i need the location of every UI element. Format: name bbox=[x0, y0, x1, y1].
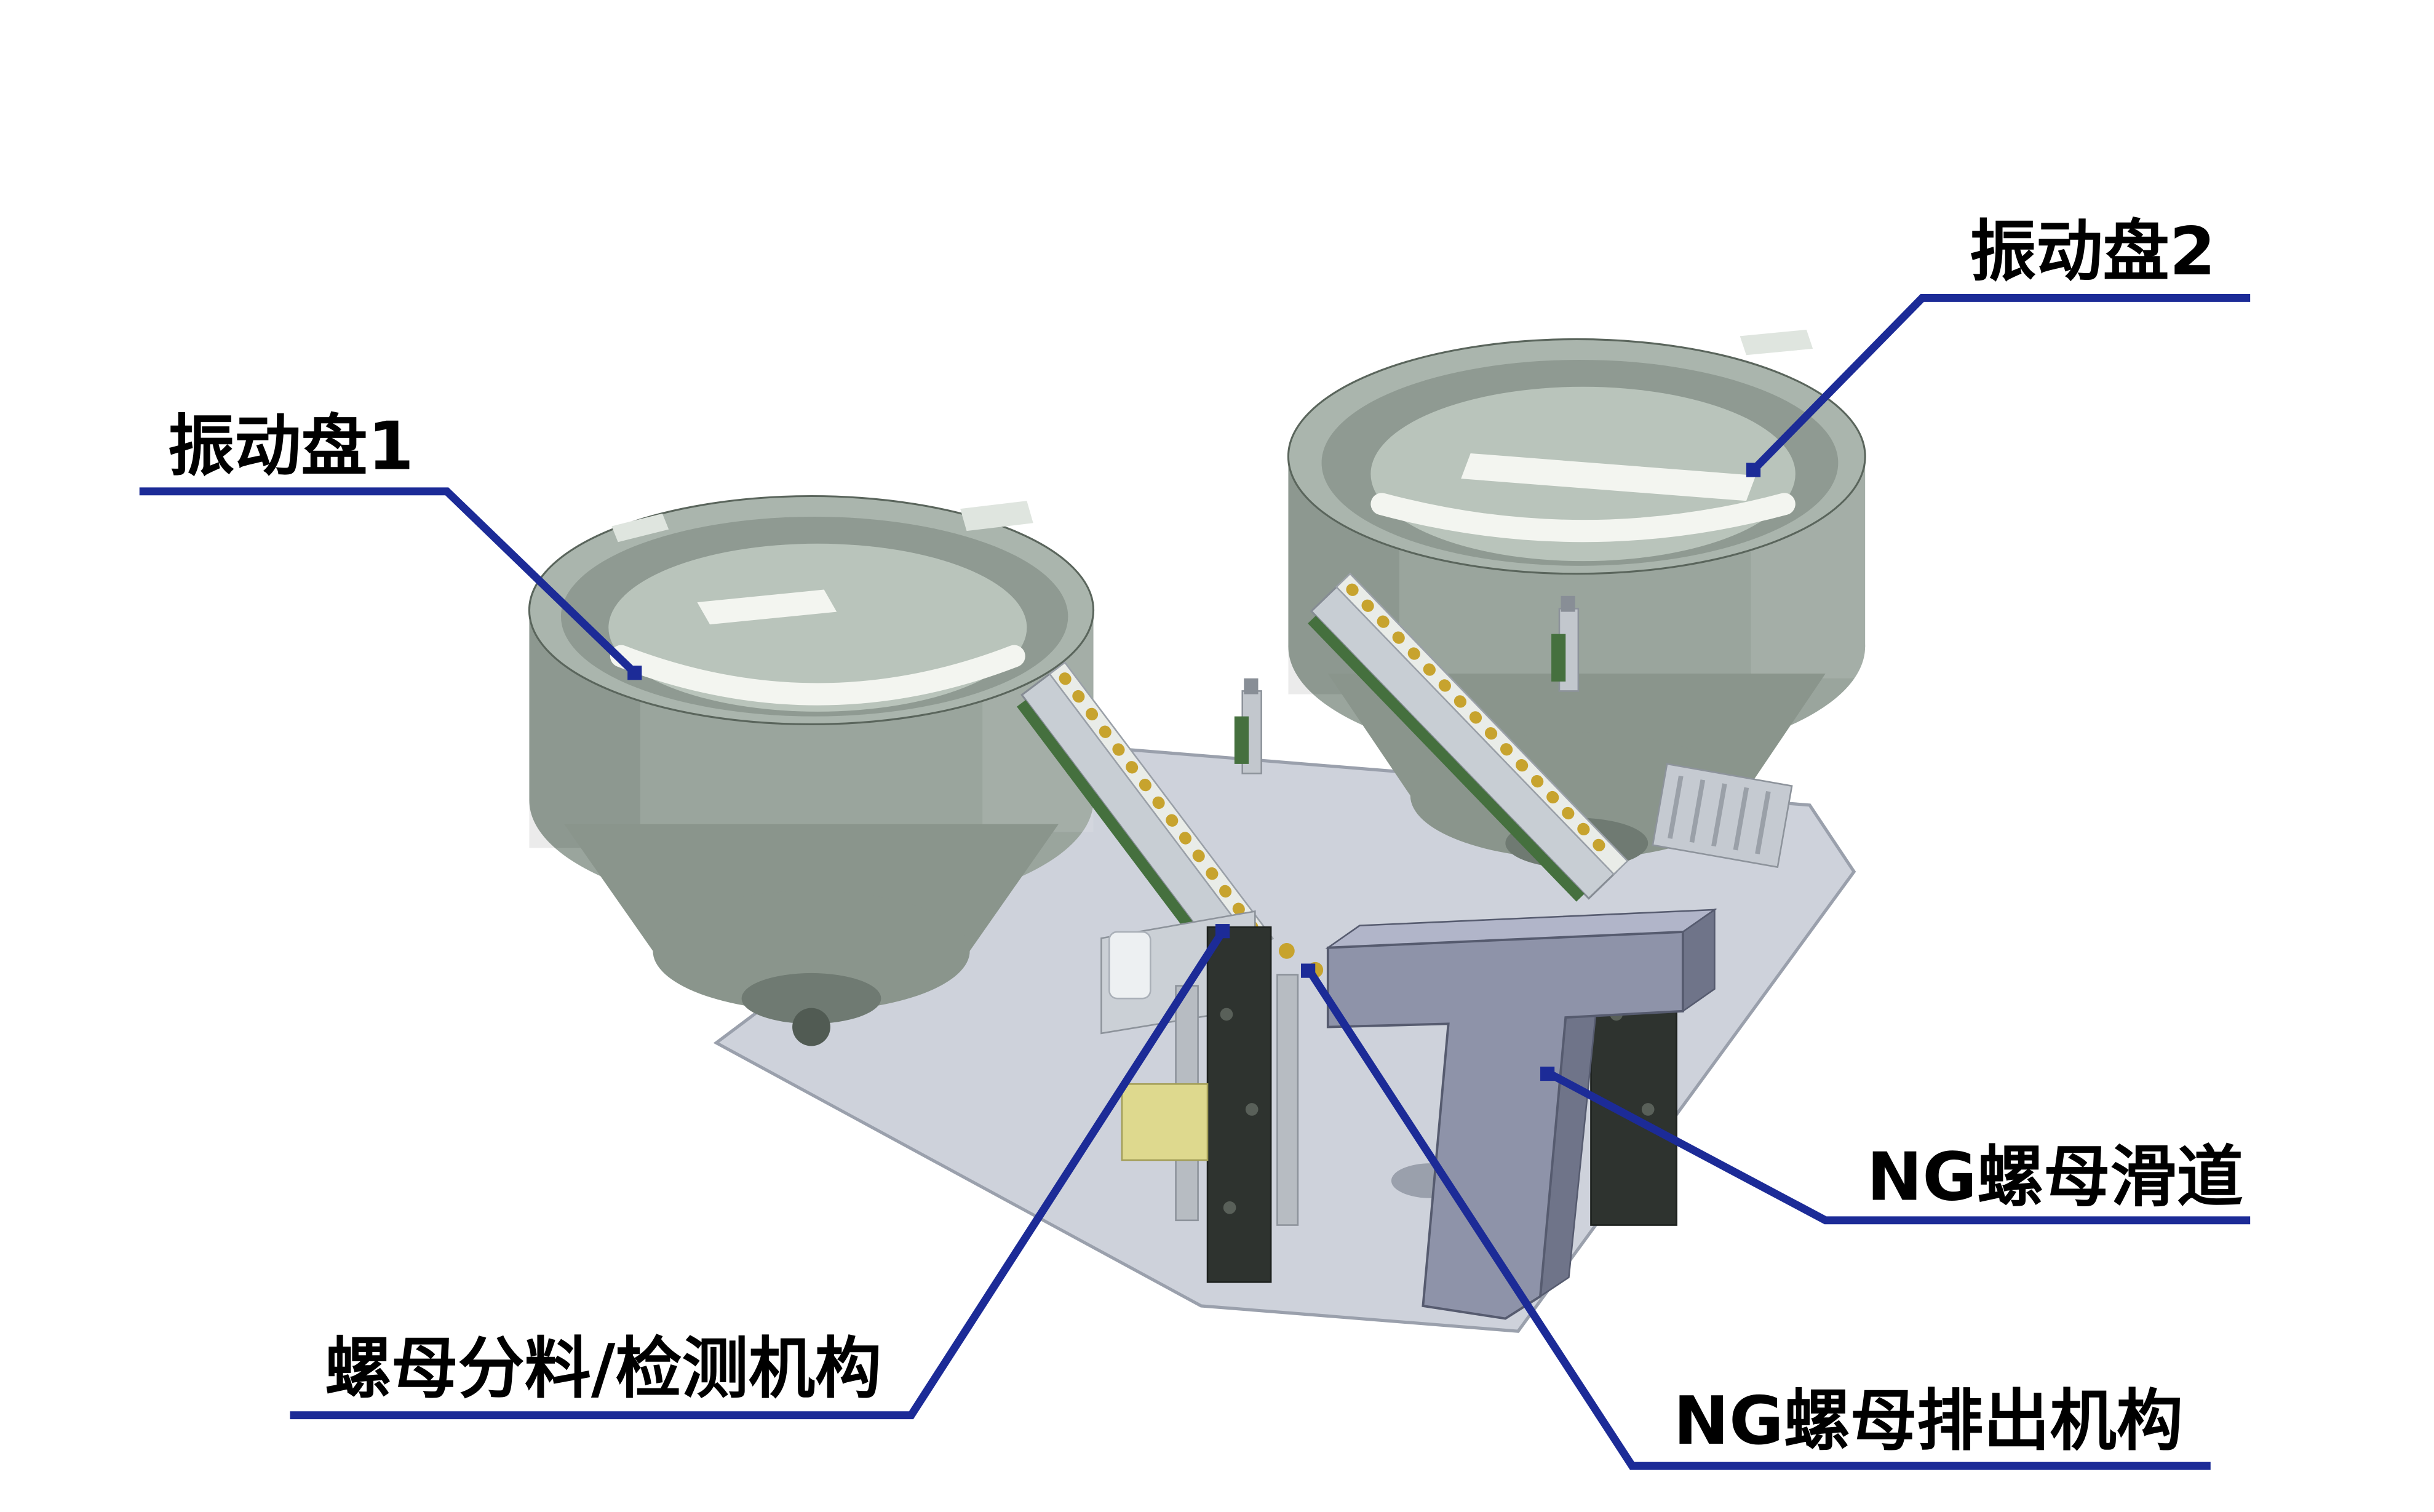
bowl2-rim-notch bbox=[1740, 330, 1813, 356]
sensor1-pcb bbox=[1234, 716, 1249, 764]
leader-line-bowl-1 bbox=[139, 487, 637, 675]
bowl1-cone-base bbox=[653, 890, 970, 1011]
bowl1-rim-notch-right bbox=[960, 501, 1033, 531]
drive-box-body bbox=[1652, 763, 1793, 869]
drive-box-rib bbox=[1711, 783, 1727, 847]
drive-box-rib bbox=[1689, 779, 1706, 843]
bowl1-rim-notch-left bbox=[611, 513, 669, 543]
vibration-bowl-1 bbox=[528, 495, 1095, 1046]
leader-endpoint-bowl-2 bbox=[1746, 463, 1761, 477]
tower-hole bbox=[1223, 1201, 1236, 1214]
bowl2-spiral-track bbox=[1370, 493, 1796, 543]
ng-chute-front-face bbox=[1326, 930, 1684, 1320]
bowl1-spiral-track bbox=[610, 645, 1025, 706]
label-separator-mechanism: 螺母分料/检测机构 bbox=[325, 1330, 881, 1407]
leader-endpoint-separator bbox=[1215, 924, 1230, 939]
support-column-2 bbox=[1276, 974, 1299, 1226]
rail2-nut-chain bbox=[1346, 583, 1620, 867]
rail1-nut-chain bbox=[1059, 672, 1266, 943]
leader-endpoint-bowl-1 bbox=[627, 666, 642, 680]
tower-hole bbox=[1641, 1103, 1655, 1116]
left-tower-plate bbox=[1206, 926, 1272, 1283]
label-vibration-bowl-1: 振动盘1 bbox=[168, 408, 414, 485]
annotations: 振动盘1 振动盘2 NG螺母滑道 螺母分料/检测机构 NG螺母排出机构 bbox=[139, 213, 2251, 1470]
annotation-ng-chute: NG螺母滑道 bbox=[1540, 1066, 2251, 1225]
tower-hole bbox=[1220, 1008, 1233, 1021]
rail1-green-strip bbox=[1017, 699, 1227, 973]
leader-endpoint-ng-chute bbox=[1540, 1066, 1555, 1081]
ng-chute bbox=[1325, 908, 1717, 1320]
annotation-separator: 螺母分料/检测机构 bbox=[290, 924, 1230, 1420]
annotation-bowl-1: 振动盘1 bbox=[139, 408, 642, 680]
sensor-bracket-1 bbox=[1234, 678, 1262, 774]
linear-feeder-rail-2 bbox=[1308, 572, 1629, 902]
leader-line-bowl-2 bbox=[1751, 294, 2251, 472]
bowl2-track-band bbox=[1461, 453, 1756, 501]
sensor-bracket-2 bbox=[1551, 595, 1580, 692]
bowl1-foot-knob bbox=[792, 1008, 830, 1046]
annotation-ng-discharge: NG螺母排出机构 bbox=[1301, 963, 2211, 1470]
label-ng-chute: NG螺母滑道 bbox=[1867, 1138, 2243, 1216]
rail2-green-strip bbox=[1308, 615, 1585, 902]
sensor2-head bbox=[1561, 595, 1575, 612]
leader-line-ng-discharge bbox=[1305, 968, 2211, 1470]
sensor1-head bbox=[1244, 678, 1259, 694]
sensor2-pcb bbox=[1551, 634, 1566, 682]
yellow-block bbox=[1121, 1083, 1209, 1161]
drive-box-rib bbox=[1668, 775, 1684, 839]
leader-line-ng-chute bbox=[1546, 1069, 2251, 1225]
separator-cylinder bbox=[1108, 931, 1151, 1000]
vibration-bowl-2 bbox=[1287, 330, 1866, 869]
bowl1-track-band bbox=[697, 589, 837, 625]
drive-box-rib bbox=[1733, 787, 1749, 851]
nut-at-rail-end-1 bbox=[1278, 942, 1295, 959]
leader-endpoint-ng-discharge bbox=[1301, 963, 1316, 978]
drive-box-rib bbox=[1755, 790, 1771, 854]
linear-feeder-rail-1 bbox=[1017, 661, 1274, 973]
annotation-bowl-2: 振动盘2 bbox=[1746, 213, 2251, 477]
bowl1-floor bbox=[608, 543, 1027, 712]
tower-hole bbox=[1245, 1103, 1259, 1116]
bowl1-foot bbox=[741, 973, 881, 1024]
drive-box bbox=[1652, 763, 1793, 869]
label-ng-discharge-mechanism: NG螺母排出机构 bbox=[1673, 1382, 2182, 1460]
leader-line-separator bbox=[290, 928, 1227, 1420]
label-vibration-bowl-2: 振动盘2 bbox=[1970, 213, 2216, 290]
